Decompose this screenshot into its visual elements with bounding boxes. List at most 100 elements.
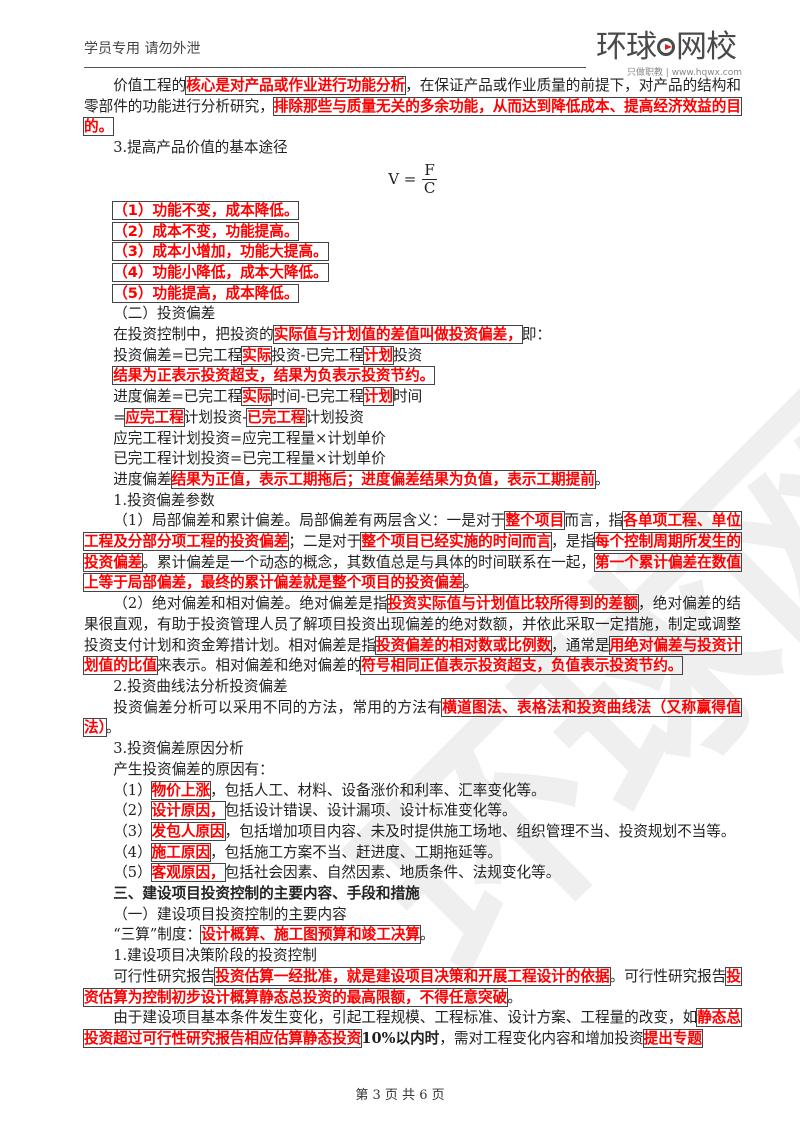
text: 产生投资偏差的原因有： — [113, 760, 274, 778]
text: （1）局部偏差和累计偏差。局部偏差有两层含义：一是对于 — [113, 512, 506, 530]
highlighted-text: 每个控制周期所发生的投资偏差 — [83, 532, 742, 572]
logo-text-2: 网校 — [676, 29, 737, 65]
text: 投资 — [393, 346, 423, 364]
paragraph: 1.投资偏差参数 — [84, 491, 741, 512]
paragraph: （2）绝对偏差和相对偏差。绝对偏差是指投资实际值与计划值比较所得到的差额，绝对偏… — [83, 594, 742, 677]
highlighted-text: 横道图法、表格法和投资曲线法（又称赢得值法） — [83, 697, 742, 738]
text: 可行性研究报告 — [113, 967, 216, 985]
paragraph: 结果为正表示投资超支，结果为负表示投资节约。 — [84, 366, 741, 387]
highlighted-text: 投资偏差的相对数或比例数 — [374, 635, 553, 655]
text: 由于建设项目基本条件发生变化，引起工程规模、工程标准、设计方案、工程量的改变，如 — [113, 1009, 698, 1027]
text: ，需对工程变化内容和增加投资 — [439, 1029, 644, 1047]
text: （3） — [113, 822, 152, 840]
paragraph: （二）投资偏差 — [84, 304, 741, 325]
highlighted-text: 用绝对偏差与投资计划值的比值 — [83, 635, 742, 676]
text: 包括设计错误、设计漏项、设计标准变化等。 — [224, 802, 517, 820]
paragraph: 1.建设项目决策阶段的投资控制 — [84, 946, 741, 967]
text: ，包括增加项目内容、未及时提供施工场地、组织管理不当、投资规划不当等。 — [224, 822, 736, 840]
highlighted-text: 计划 — [362, 345, 395, 365]
highlighted-text: 排除那些与质量无关的多余功能，从而达到降低成本、提高经济效益的目的。 — [83, 96, 742, 137]
paragraph: 价值工程的核心是对产品或作业进行功能分析，在保证产品或作业质量的前提下，对产品的… — [83, 76, 742, 138]
highlighted-text: 结果为正值，表示工期拖后；进度偏差结果为负值，表示工期提前 — [170, 469, 596, 489]
text: （1） — [113, 781, 152, 799]
text: 即： — [521, 326, 552, 344]
text: 三、建设项目投资控制的主要内容、手段和措施 — [113, 885, 420, 903]
text: 1.建设项目决策阶段的投资控制 — [113, 947, 317, 965]
text: （4） — [113, 843, 152, 861]
text: ，包括人工、材料、设备涨价和利率、汇率变化等。 — [210, 781, 546, 799]
text: 计划投资 — [305, 408, 364, 426]
text: （二）投资偏差 — [113, 305, 216, 323]
highlighted-text: 符号相同正值表示投资超支，负值表示投资节约。 — [360, 656, 684, 676]
text: ，绝对偏差的结果很直观，有助于投资管理人员了解项目投资出现偏差的绝对数额，并依此… — [84, 595, 741, 654]
paragraph: （一）建设项目投资控制的主要内容 — [84, 905, 741, 926]
paragraph: （5）客观原因，包括社会因素、自然因素、地质条件、法规变化等。 — [84, 863, 741, 884]
paragraph: （2）设计原因，包括设计错误、设计漏项、设计标准变化等。 — [84, 801, 741, 822]
paragraph: 2.投资曲线法分析投资偏差 — [84, 677, 741, 698]
paragraph: （1）功能不变，成本降低。 — [84, 200, 741, 222]
text: ，在保证产品或作业质量的前提下，对产品的结构和零部件的功能进行分析研究， — [84, 77, 741, 115]
text: 。累计偏差是一个动态的概念，其数值总是与具体的时间联系在一起， — [142, 553, 595, 571]
text: “三算”制度： — [113, 926, 202, 944]
text: 投资偏差分析可以采用不同的方法，常用的方法有 — [113, 698, 443, 716]
text: （5） — [113, 864, 152, 882]
text: 在投资控制中，把投资的 — [113, 326, 274, 344]
highlighted-text: 核心是对产品或作业进行功能分析 — [185, 76, 407, 95]
play-icon — [657, 38, 675, 56]
highlighted-text: 实际 — [241, 387, 273, 407]
highlighted-text: 投资估算一经批准，就是建设项目决策和开展工程设计的依据 — [214, 966, 611, 986]
paragraph: （1）局部偏差和累计偏差。局部偏差有两层含义：一是对于整个项目而言，指各单项工程… — [83, 511, 742, 594]
highlighted-text: 实际 — [241, 345, 273, 365]
highlighted-text: 客观原因， — [150, 863, 226, 883]
highlighted-text: （5）功能提高，成本降低。 — [112, 283, 300, 303]
text: ，是指 — [551, 533, 595, 551]
text: 时间-已完工程 — [271, 388, 364, 406]
text: = — [113, 408, 126, 426]
section-heading: 三、建设项目投资控制的主要内容、手段和措施 — [84, 884, 741, 905]
highlighted-text: 整个项目 — [504, 511, 566, 531]
paragraph: “三算”制度：设计概算、施工图预算和竣工决算。 — [84, 925, 741, 946]
paragraph: （4）功能小降低，成本大降低。 — [84, 262, 741, 284]
text: ；二是对于 — [288, 533, 362, 551]
text: 。可行性研究报告 — [609, 967, 727, 985]
highlighted-text: 施工原因 — [150, 842, 212, 862]
text: 投资偏差=已完工程 — [113, 346, 243, 364]
text: 进度偏差=已完工程 — [113, 388, 243, 406]
bold-text: 10%以内时 — [361, 1029, 440, 1047]
paragraph: 投资偏差=已完工程实际投资-已完工程计划投资 — [84, 345, 741, 367]
text: （2） — [113, 802, 152, 820]
highlighted-text: 整个项目已经实施的时间而言 — [360, 532, 553, 552]
highlighted-text: （4）功能小降低，成本大降低。 — [112, 262, 329, 282]
paragraph: 进度偏差结果为正值，表示工期拖后；进度偏差结果为负值，表示工期提前。 — [84, 469, 741, 491]
highlighted-text: 发包人原因 — [150, 821, 226, 841]
document-body: 价值工程的核心是对产品或作业进行功能分析，在保证产品或作业质量的前提下，对产品的… — [83, 76, 742, 1050]
numerator: F — [422, 161, 437, 181]
text: 投资-已完工程 — [271, 346, 364, 364]
paragraph: =应完工程计划投资-已完工程计划投资 — [84, 407, 741, 429]
highlighted-text: 物价上涨 — [150, 780, 212, 800]
text: 1.投资偏差参数 — [113, 491, 215, 509]
text: 。 — [420, 926, 435, 944]
paragraph: （4）施工原因，包括施工方案不当、赶进度、工期拖延等。 — [84, 842, 741, 864]
highlighted-text: 设计原因， — [150, 801, 226, 821]
paragraph: 3.提高产品价值的基本途径 — [84, 138, 741, 159]
highlighted-text: （2）成本不变，功能提高。 — [112, 221, 300, 241]
denominator: C — [423, 179, 436, 198]
highlighted-text: 投资实际值与计划值比较所得到的差额 — [386, 594, 640, 614]
paragraph: 产生投资偏差的原因有： — [84, 760, 741, 781]
text: 价值工程的 — [113, 77, 187, 94]
text: （2）绝对偏差和相对偏差。绝对偏差是指 — [113, 595, 388, 613]
highlighted-text: 各单项工程、单位工程及分部分项工程的投资偏差 — [83, 511, 742, 552]
paragraph: 投资偏差分析可以采用不同的方法，常用的方法有横道图法、表格法和投资曲线法（又称赢… — [83, 697, 742, 739]
text: 应完工程计划投资=应完工程量×计划单价 — [113, 429, 386, 447]
highlighted-text: 静态总投资超过可行性研究报告相应估算静态投资 — [83, 1008, 742, 1048]
highlighted-text: 应完工程 — [124, 407, 185, 427]
paragraph: 在投资控制中，把投资的实际值与计划值的差值叫做投资偏差，即： — [84, 325, 741, 346]
text: 3.提高产品价值的基本途径 — [113, 139, 288, 157]
highlighted-text: 设计概算、施工图预算和竣工决算 — [200, 925, 422, 945]
paragraph: （1）物价上涨，包括人工、材料、设备涨价和利率、汇率变化等。 — [84, 780, 741, 802]
paragraph: （2）成本不变，功能提高。 — [84, 221, 741, 243]
text: 2.投资曲线法分析投资偏差 — [113, 677, 288, 695]
highlighted-text: 结果为正表示投资超支，结果为负表示投资节约。 — [112, 366, 436, 386]
